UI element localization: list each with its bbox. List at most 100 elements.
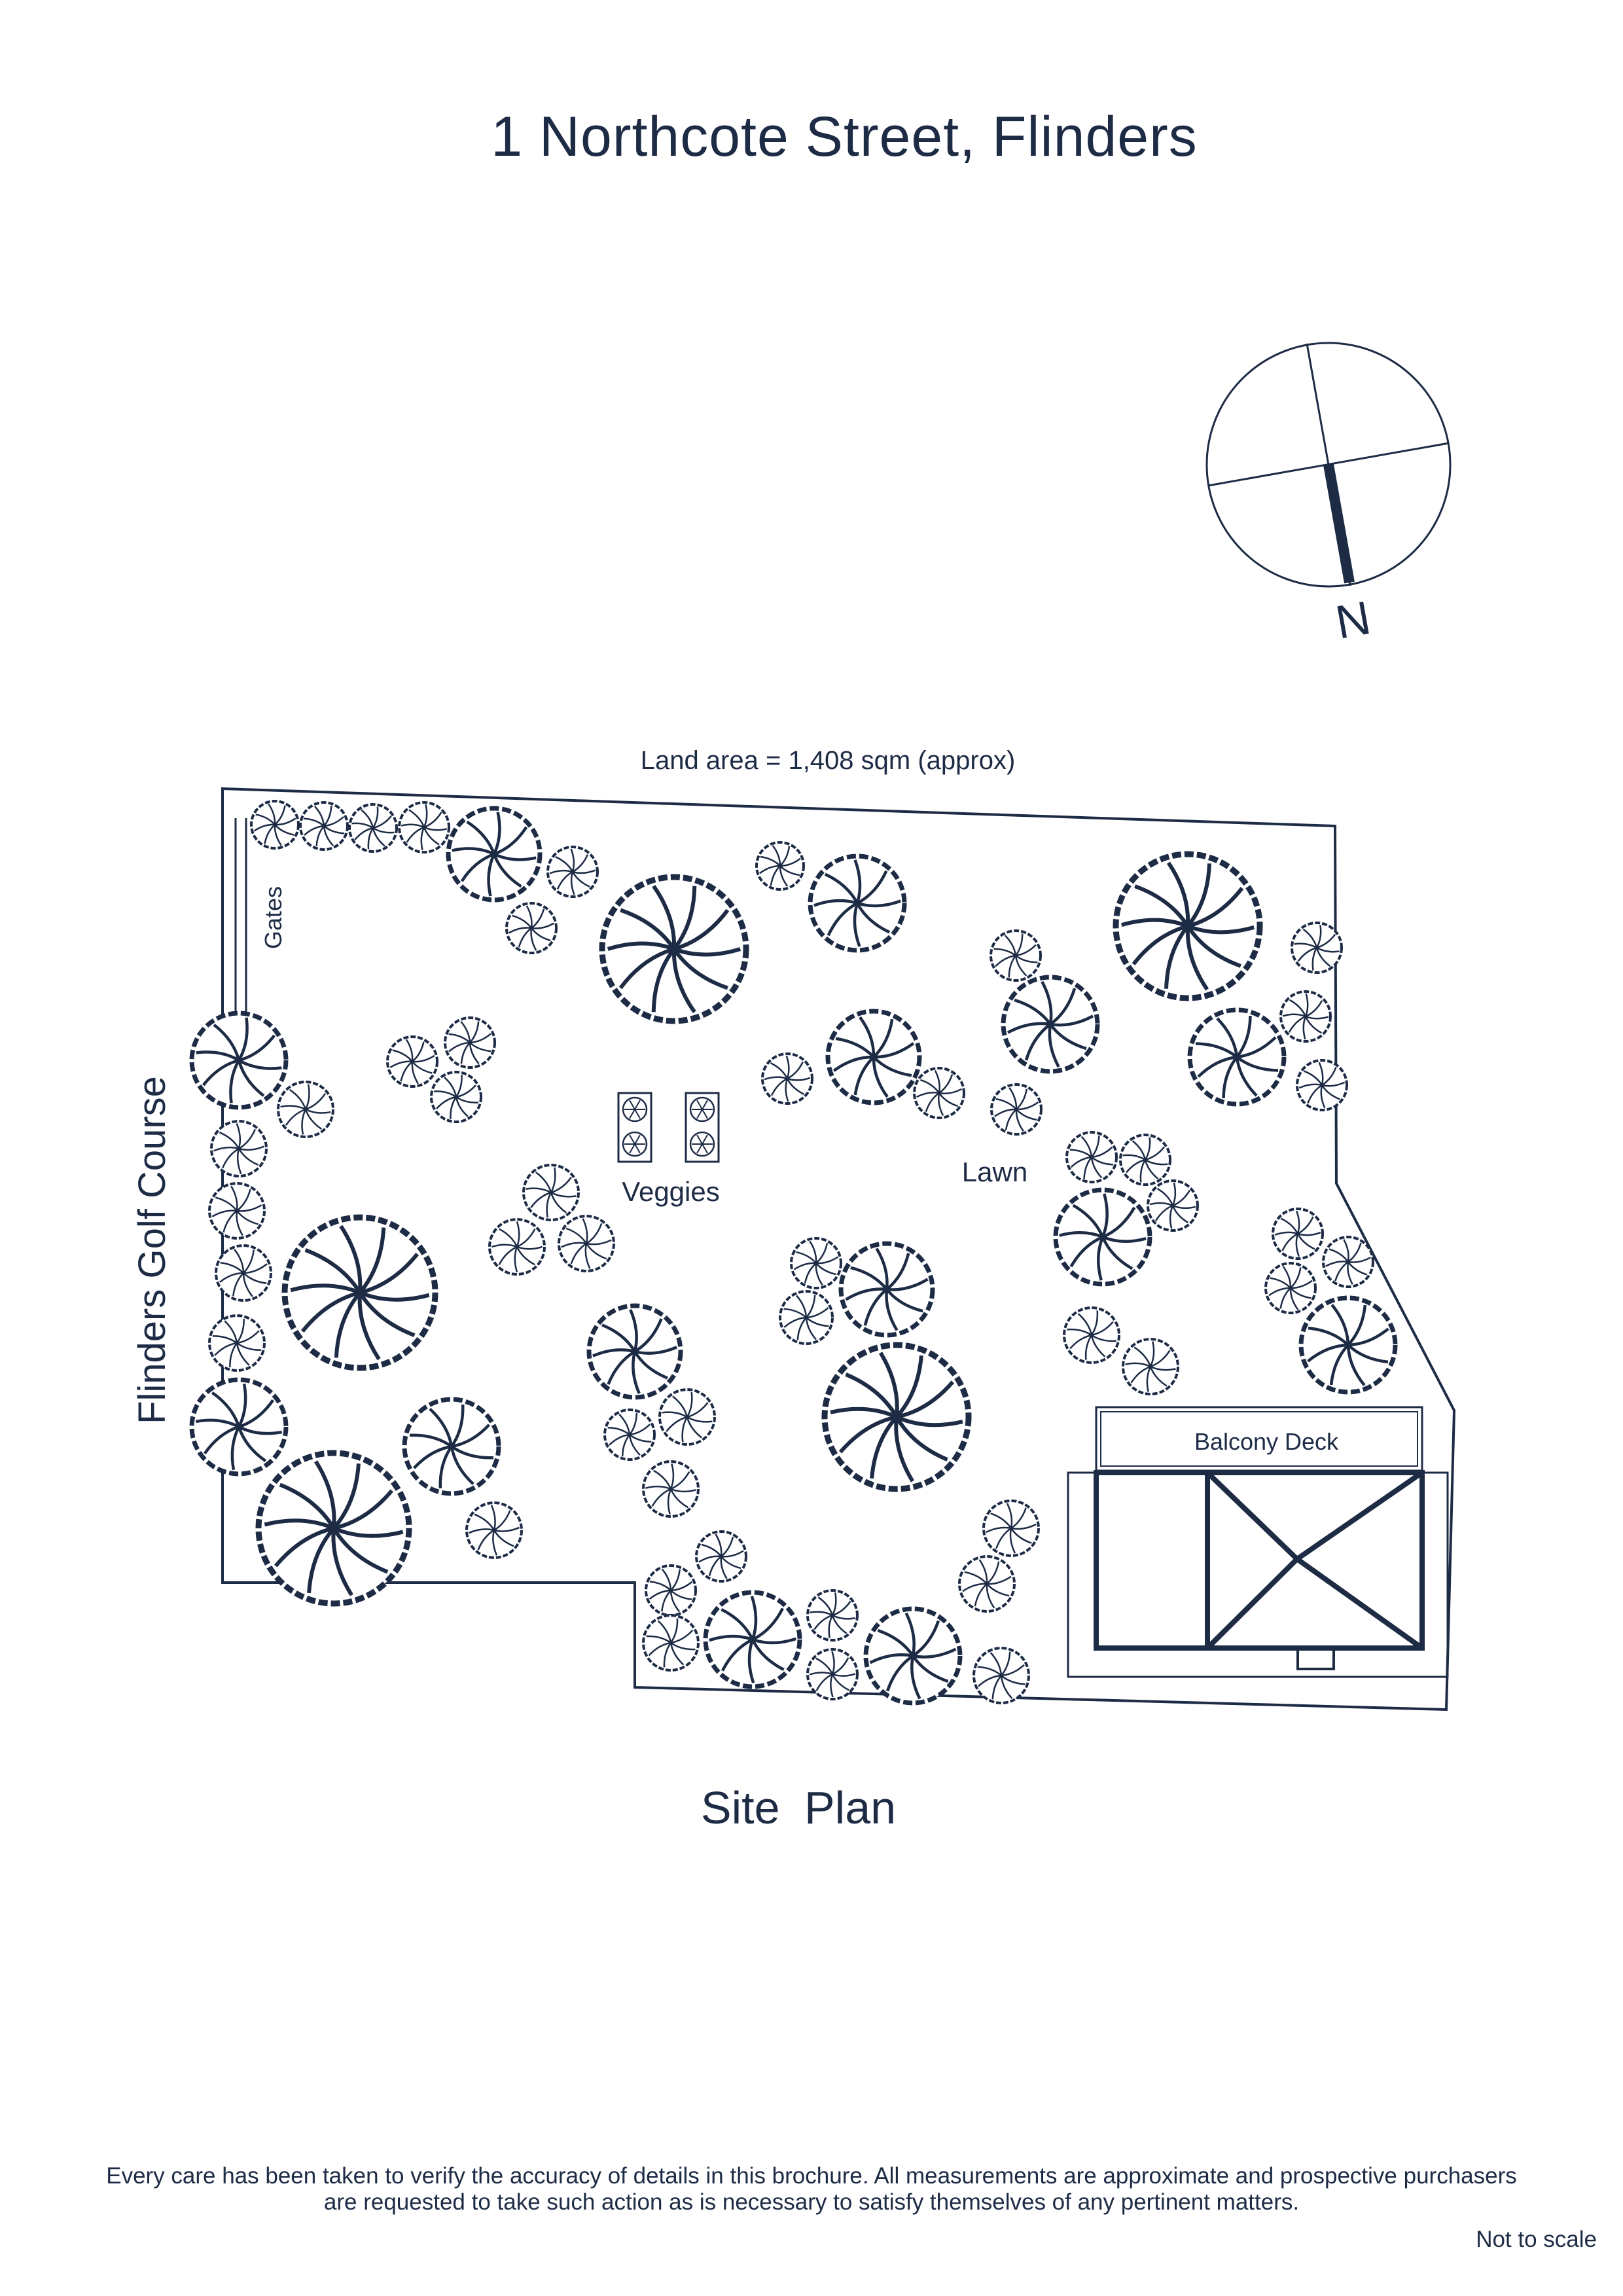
tree-small — [210, 1120, 268, 1177]
tree-small — [603, 1408, 656, 1461]
tree-small — [1291, 922, 1343, 974]
gates — [234, 818, 247, 1018]
tree-small — [958, 1555, 1016, 1613]
tree-small — [1296, 1059, 1348, 1111]
tree-large — [281, 1214, 438, 1371]
tree-small — [546, 846, 599, 898]
tree-small — [299, 801, 349, 851]
tree-small — [642, 1460, 700, 1518]
tree-medium — [446, 806, 543, 903]
tree-small — [806, 1589, 859, 1641]
tree-medium — [402, 1397, 501, 1496]
disclaimer-line-1: Every care has been taken to verify the … — [106, 2163, 1517, 2189]
tree-small — [465, 1501, 523, 1559]
tree-small — [430, 1071, 482, 1123]
site-plan-title: Site Plan — [700, 1782, 897, 1833]
tree-medium — [863, 1606, 963, 1706]
balcony-deck-label: Balcony Deck — [1194, 1428, 1339, 1455]
tree-small — [1122, 1338, 1179, 1395]
tree-medium — [1053, 1187, 1152, 1287]
house-roof-outline — [1094, 1470, 1425, 1651]
veggie-bed-right — [685, 1092, 720, 1163]
tree-small — [806, 1648, 859, 1700]
tree-medium — [189, 1377, 289, 1477]
tree-small — [755, 841, 805, 891]
veggie-plant — [689, 1131, 715, 1157]
compass-north-letter: N — [1332, 592, 1374, 649]
disclaimer-line-2: are requested to take such action as is … — [323, 2189, 1300, 2215]
tree-small — [208, 1182, 266, 1240]
tree-small — [505, 902, 558, 954]
tree-medium — [808, 853, 907, 953]
tree-small — [558, 1215, 615, 1272]
tree-small — [215, 1244, 272, 1302]
veggie-plant — [689, 1096, 715, 1122]
veggies-label: Veggies — [622, 1176, 719, 1207]
tree-small — [790, 1237, 842, 1289]
tree-large — [255, 1450, 412, 1607]
tree-medium — [189, 1011, 289, 1110]
veggie-plant — [622, 1131, 648, 1157]
tree-small — [1322, 1236, 1374, 1288]
tree-small — [972, 1647, 1030, 1704]
compass-axis-ew — [1207, 442, 1450, 487]
tree-medium — [703, 1590, 802, 1689]
compass — [1205, 342, 1452, 588]
veggie-plant — [622, 1096, 648, 1122]
veggie-bed-left — [617, 1092, 652, 1163]
tree-small — [658, 1388, 716, 1446]
tree-medium — [1187, 1007, 1287, 1107]
tree-small — [982, 1499, 1040, 1557]
tree-medium — [586, 1303, 683, 1400]
tree-large — [1113, 851, 1263, 1001]
balcony-deck-inner — [1100, 1411, 1418, 1467]
tree-small — [779, 1290, 834, 1345]
tree-small — [990, 1083, 1043, 1136]
tree-small — [913, 1067, 965, 1119]
tree-small — [642, 1614, 700, 1672]
tree-small — [250, 800, 300, 850]
tree-small — [488, 1218, 546, 1276]
tree-small — [398, 801, 450, 853]
compass-needle — [1323, 463, 1355, 584]
tree-small — [990, 929, 1042, 982]
tree-small — [1063, 1306, 1120, 1364]
tree-medium — [825, 1009, 922, 1105]
house — [1067, 1406, 1449, 1678]
tree-small — [208, 1314, 266, 1372]
tree-large — [599, 874, 749, 1024]
tree-small — [348, 803, 398, 853]
compass-ring — [1205, 342, 1452, 588]
tree-medium — [838, 1241, 935, 1338]
page-title: 1 Northcote Street, Flinders — [491, 105, 1198, 168]
tree-small — [645, 1564, 697, 1617]
trees — [189, 800, 1398, 1706]
lawn-label: Lawn — [962, 1157, 1027, 1187]
tree-small — [1279, 990, 1332, 1043]
tree-small — [695, 1530, 747, 1583]
tree-medium — [1001, 975, 1100, 1074]
tree-large — [821, 1342, 972, 1492]
veggie-beds — [617, 1092, 720, 1163]
roof-hip-upper — [1205, 1470, 1424, 1563]
not-to-scale-note: Not to scale — [1476, 2227, 1597, 2252]
tree-small — [1272, 1208, 1324, 1260]
veggie-plants — [622, 1096, 715, 1157]
tree-small — [444, 1016, 496, 1069]
tree-small — [386, 1035, 438, 1088]
roof-hip-lower — [1205, 1555, 1424, 1651]
boundary-label-golf-course: Flinders Golf Course — [131, 1076, 173, 1424]
gates-label: Gates — [260, 886, 287, 949]
tree-small — [761, 1052, 813, 1105]
disclaimer: Every care has been taken to verify the … — [13, 2163, 1610, 2215]
tree-medium — [1298, 1295, 1398, 1395]
land-area-label: Land area = 1,408 sqm (approx) — [641, 746, 1016, 775]
tree-small — [1119, 1134, 1171, 1186]
tree-small — [522, 1164, 580, 1221]
house-step — [1296, 1647, 1335, 1670]
tree-small — [1147, 1179, 1199, 1232]
tree-small — [1264, 1262, 1317, 1314]
tree-small — [1065, 1131, 1118, 1183]
tree-small — [277, 1081, 334, 1138]
